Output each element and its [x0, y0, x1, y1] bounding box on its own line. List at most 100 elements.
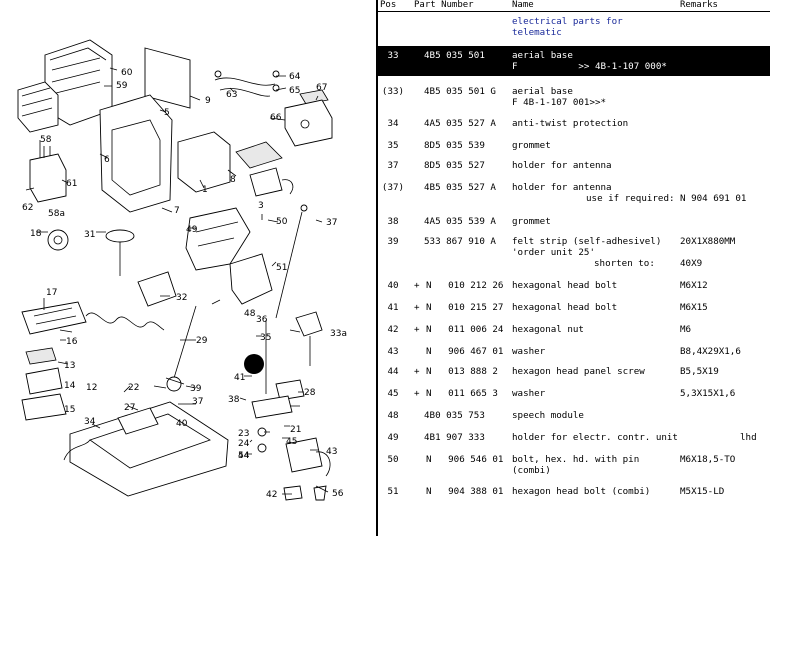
cell-name: aerial base — [512, 86, 573, 97]
cell-plus: + — [414, 280, 420, 291]
cell-name: washer — [512, 346, 546, 357]
switch-58 — [29, 140, 67, 203]
callout-24: 24 — [238, 439, 250, 449]
callout-1: 1 — [202, 185, 208, 195]
rod-antenna-37 — [275, 204, 308, 319]
cell-name: grommet — [512, 140, 551, 151]
callout-37: 37 — [192, 397, 203, 407]
cable-63 — [214, 70, 276, 97]
callout-42: 42 — [266, 490, 277, 500]
cell-pos: 41 — [387, 302, 399, 313]
cell-part-number: N 906 467 01 — [426, 346, 504, 357]
callout-58: 58 — [40, 135, 52, 145]
callout-15: 15 — [64, 405, 75, 415]
callout-33: 33 — [248, 361, 261, 371]
main-bracket-5 — [99, 94, 173, 213]
parts-list-table: Pos Part Number Name Remarks electrical … — [378, 0, 770, 536]
cell-remarks: lhd — [740, 432, 757, 443]
cell-pos: 51 — [387, 486, 399, 497]
cell-plus: + — [414, 302, 420, 313]
cell-pos: 48 — [387, 410, 399, 421]
callout-31: 31 — [84, 230, 95, 240]
cell-name-line-2: 'order unit 25' — [512, 247, 595, 258]
callout-23: 23 — [238, 429, 249, 439]
callout-64: 64 — [289, 72, 301, 82]
cell-requirement: use if required: N 904 691 01 — [586, 193, 747, 204]
connector-54 — [285, 437, 331, 477]
cell-plus: + — [414, 388, 420, 399]
cell-part-number: 4B5 035 501 G — [424, 86, 496, 97]
callout-32: 32 — [176, 293, 187, 303]
panel-9 — [144, 47, 191, 109]
callout-17: 17 — [46, 288, 57, 298]
cell-part-number: N 011 665 3 — [426, 388, 498, 399]
cell-part-number: N 013 888 2 — [426, 366, 498, 377]
base-plate-22 — [69, 401, 229, 497]
cell-part-number: N 904 388 01 — [426, 486, 504, 497]
callout-58a: 58a — [48, 209, 65, 219]
bolts-64-65 — [272, 70, 280, 92]
cell-plus: + — [414, 366, 420, 377]
callout-27: 27 — [124, 403, 135, 413]
callout-21: 21 — [290, 425, 301, 435]
cell-pos: 37 — [387, 160, 399, 171]
cell-name: holder for electr. contr. unit — [512, 432, 678, 443]
cell-remarks: M6X12 — [680, 280, 708, 291]
table-row[interactable]: 35 8D5 035 539 grommet — [378, 136, 770, 154]
callout-5: 5 — [164, 108, 170, 118]
callout-37: 37 — [326, 218, 337, 228]
callout-33a: 33a — [330, 329, 347, 339]
header-pos: Pos — [380, 0, 397, 10]
cell-name-line-3: shorten to: — [594, 258, 655, 269]
callout-28: 28 — [304, 388, 316, 398]
cell-pos: (33) — [381, 86, 405, 97]
cell-pos: 43 — [387, 346, 399, 357]
callout-41: 41 — [234, 373, 245, 383]
connector-unit — [249, 167, 294, 197]
header-part-number: Part Number — [414, 0, 474, 10]
cell-part-number: 4A5 035 539 A — [424, 216, 496, 227]
callout-22: 22 — [128, 383, 139, 393]
header-rule — [378, 11, 770, 12]
callout-59: 59 — [116, 81, 128, 91]
cell-pos: (37) — [381, 182, 405, 193]
callout-18: 18 — [30, 229, 42, 239]
callout-67: 67 — [316, 83, 327, 93]
callout-34: 34 — [84, 417, 96, 427]
cell-part-number: 8D5 035 539 — [424, 140, 485, 151]
callout-35: 35 — [260, 333, 271, 343]
antenna-mast-29 — [166, 305, 197, 392]
antenna-33a — [295, 311, 323, 366]
callout-29: 29 — [196, 336, 208, 346]
cell-name-line-2: F >> 4B-1-107 000* — [512, 61, 667, 72]
cell-part-number: N 010 215 27 — [426, 302, 504, 313]
cell-remarks: M6X18,5-TO — [680, 454, 736, 465]
callout-36: 36 — [256, 315, 268, 325]
callout-48: 48 — [244, 309, 256, 319]
cell-pos: 45 — [387, 388, 399, 399]
cell-pos: 35 — [387, 140, 399, 151]
handset-17 — [21, 301, 165, 335]
cell-pos: 34 — [387, 118, 399, 129]
section-heading: electrical parts for telematic — [378, 16, 770, 42]
cell-pos: 44 — [387, 366, 399, 377]
